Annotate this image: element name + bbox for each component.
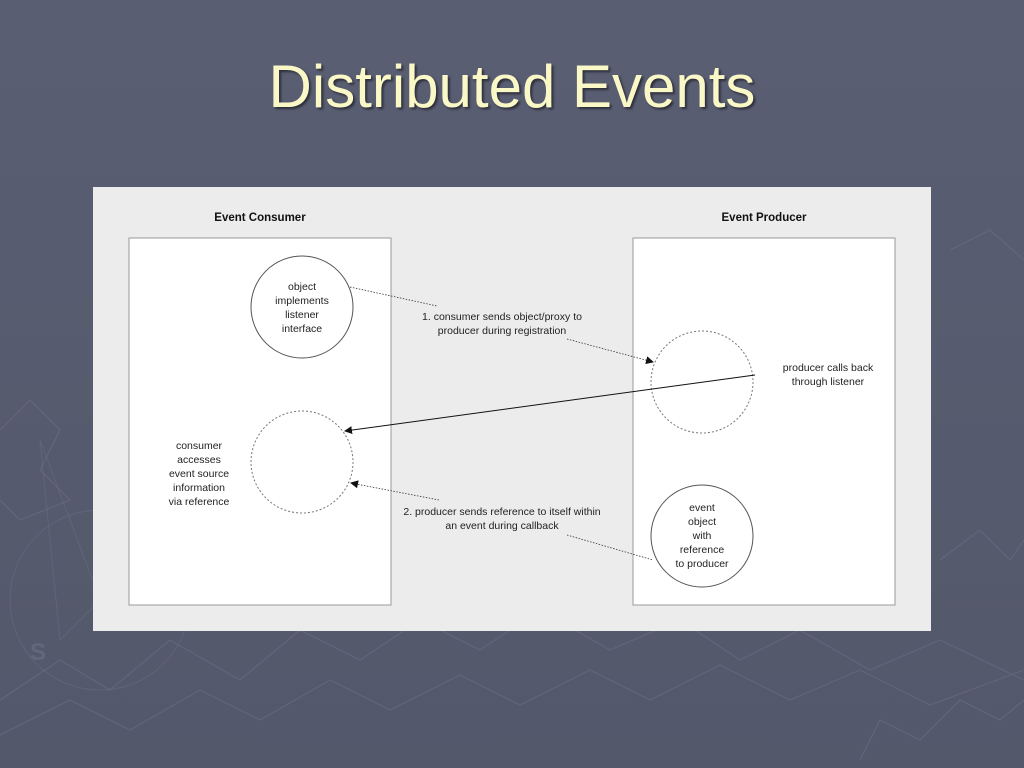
svg-text:object: object — [288, 281, 316, 293]
svg-text:event: event — [689, 502, 715, 514]
svg-text:information: information — [173, 482, 225, 494]
page-title: Distributed Events — [268, 53, 756, 120]
svg-text:listener: listener — [285, 309, 319, 321]
event-source-proxy-circle — [250, 410, 354, 514]
svg-text:implements: implements — [275, 295, 329, 307]
callback-note: producer calls back through listener — [783, 362, 874, 388]
svg-text:producer during registration: producer during registration — [438, 325, 567, 337]
compass-s-mark: S — [30, 639, 46, 666]
step1-label: 1. consumer sends object/proxy to produc… — [422, 311, 582, 337]
callback-arrow — [344, 374, 756, 435]
svg-text:1. consumer sends object/proxy: 1. consumer sends object/proxy to — [422, 311, 582, 323]
listener-object-label: object implements listener interface — [275, 281, 329, 335]
svg-text:an event during callback: an event during callback — [445, 520, 559, 532]
svg-text:through listener: through listener — [792, 376, 865, 388]
svg-text:2. producer sends reference to: 2. producer sends reference to itself wi… — [403, 506, 600, 518]
consumer-note: consumer accesses event source informati… — [169, 440, 230, 508]
svg-text:object: object — [688, 516, 716, 528]
svg-text:accesses: accesses — [177, 454, 221, 466]
listener-proxy-circle — [650, 330, 754, 434]
svg-text:reference: reference — [680, 544, 725, 556]
svg-text:to producer: to producer — [675, 558, 729, 570]
producer-header: Event Producer — [722, 212, 808, 224]
step2-label: 2. producer sends reference to itself wi… — [403, 506, 600, 532]
listener-object-circle — [250, 255, 354, 359]
event-diagram: Event Consumer Event Producer object imp… — [93, 187, 931, 631]
consumer-header: Event Consumer — [214, 212, 306, 224]
event-object-label: event object with reference to producer — [675, 502, 729, 570]
svg-text:producer calls back: producer calls back — [783, 362, 874, 374]
svg-text:interface: interface — [282, 323, 322, 335]
svg-text:with: with — [692, 530, 712, 542]
svg-text:via reference: via reference — [169, 496, 230, 508]
svg-text:consumer: consumer — [176, 440, 223, 452]
svg-text:event source: event source — [169, 468, 229, 480]
event-object-circle — [650, 484, 754, 588]
